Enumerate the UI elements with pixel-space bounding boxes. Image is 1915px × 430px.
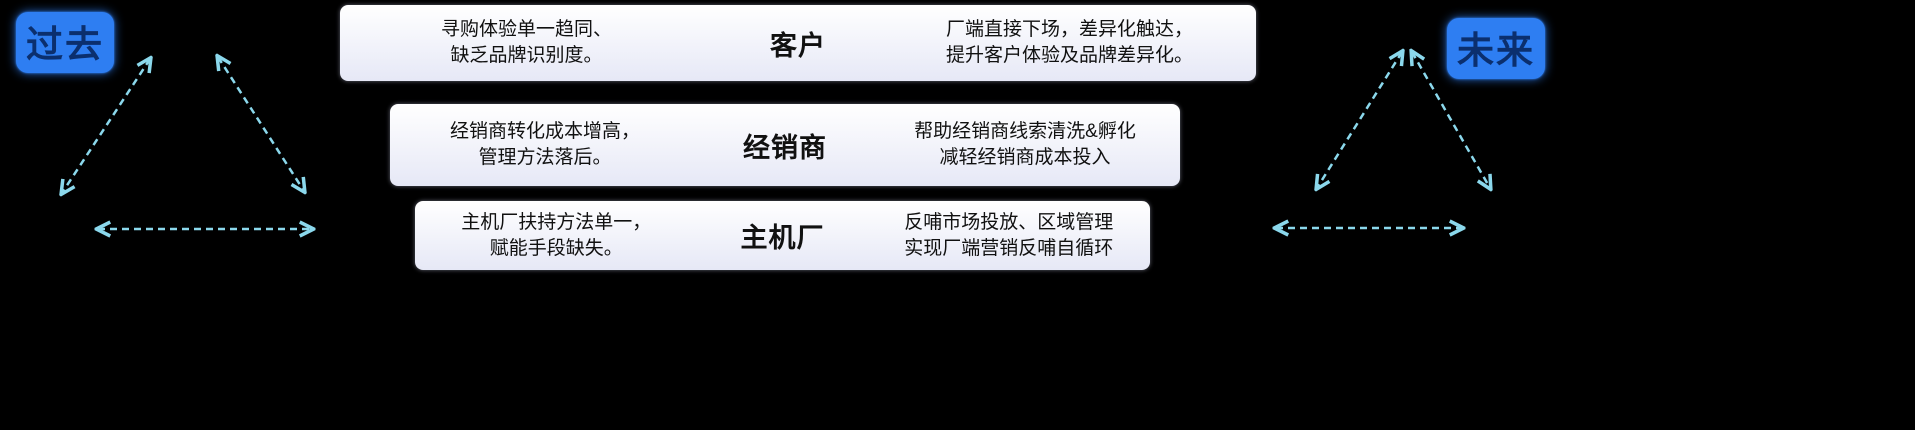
oem-title: 主机厂 bbox=[740, 223, 825, 253]
future-triangle-diagram bbox=[1262, 38, 1497, 238]
dashed-arrow-right-edge bbox=[218, 57, 304, 191]
dealer-title: 经销商 bbox=[743, 132, 827, 163]
customer-title: 客户 bbox=[770, 30, 826, 61]
text-line: 提升客户体验及品牌差异化。 bbox=[945, 45, 1193, 66]
dealer-past-text: 经销商转化成本增高， 管理方法落后。 bbox=[390, 119, 700, 171]
text-line: 厂端直接下场，差异化触达， bbox=[945, 19, 1193, 40]
text-line: 寻购体验单一趋同、 bbox=[440, 19, 612, 40]
text-line: 赋能手段缺失。 bbox=[489, 237, 623, 259]
row-oem: 主机厂扶持方法单一， 赋能手段缺失。 主机厂 反哺市场投放、区域管理 实现厂端营… bbox=[415, 201, 1150, 270]
text-line: 缺乏品牌识别度。 bbox=[450, 45, 603, 66]
text-line: 帮助经销商线索清洗&孵化 bbox=[914, 121, 1136, 142]
text-line: 经销商转化成本增高， bbox=[449, 121, 640, 142]
row-customer: 寻购体验单一趋同、 缺乏品牌识别度。 客户 厂端直接下场，差异化触达， 提升客户… bbox=[340, 5, 1256, 81]
text-line: 主机厂扶持方法单一， bbox=[461, 211, 652, 233]
text-line: 管理方法落后。 bbox=[478, 147, 612, 168]
customer-past-text: 寻购体验单一趋同、 缺乏品牌识别度。 bbox=[340, 17, 713, 69]
past-triangle-diagram bbox=[50, 45, 330, 245]
text-line: 反哺市场投放、区域管理 bbox=[904, 211, 1114, 233]
text-line: 实现厂端营销反哺自循环 bbox=[904, 237, 1114, 259]
dealer-future-text: 帮助经销商线索清洗&孵化 减轻经销商成本投入 bbox=[870, 119, 1180, 171]
row-dealer: 经销商转化成本增高， 管理方法落后。 经销商 帮助经销商线索清洗&孵化 减轻经销… bbox=[390, 104, 1180, 186]
dashed-arrow-right-edge bbox=[1412, 52, 1490, 188]
text-line: 减轻经销商成本投入 bbox=[939, 147, 1111, 168]
oem-future-text: 反哺市场投放、区域管理 实现厂端营销反哺自循环 bbox=[868, 210, 1151, 262]
customer-future-text: 厂端直接下场，差异化触达， 提升客户体验及品牌差异化。 bbox=[883, 17, 1256, 69]
oem-past-text: 主机厂扶持方法单一， 赋能手段缺失。 bbox=[415, 210, 698, 262]
dashed-arrow-left-edge bbox=[1317, 52, 1402, 188]
dashed-arrow-left-edge bbox=[62, 59, 150, 193]
